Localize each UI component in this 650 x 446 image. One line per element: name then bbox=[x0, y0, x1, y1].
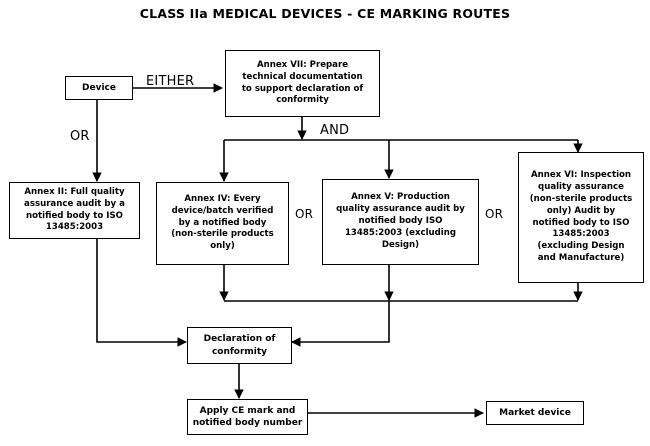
edge-annex2-to-declaration bbox=[96, 238, 187, 347]
node-annex7[interactable]: Annex VII: Prepare technical documentati… bbox=[225, 50, 380, 117]
edge-label-or-annex5-annex6: OR bbox=[485, 207, 504, 221]
edge-label-either: EITHER bbox=[146, 74, 195, 89]
node-annex4[interactable]: Annex IV: Every device/batch verified by… bbox=[156, 182, 289, 265]
page-title: CLASS IIa MEDICAL DEVICES - CE MARKING R… bbox=[139, 6, 511, 21]
node-device[interactable]: Device bbox=[65, 76, 133, 100]
node-annex5[interactable]: Annex V: Production quality assurance au… bbox=[322, 179, 479, 265]
node-declaration[interactable]: Declaration of conformity bbox=[187, 327, 292, 364]
edge-label-and: AND bbox=[320, 123, 350, 138]
edge-label-or-device: OR bbox=[70, 129, 90, 144]
node-market-device[interactable]: Market device bbox=[486, 401, 584, 425]
node-apply-ce-mark[interactable]: Apply CE mark and notified body number bbox=[187, 399, 308, 435]
node-annex2[interactable]: Annex II: Full quality assurance audit b… bbox=[9, 182, 140, 239]
edge-label-or-annex4-annex5: OR bbox=[295, 207, 314, 221]
node-annex6[interactable]: Annex VI: Inspection quality assurance (… bbox=[518, 152, 644, 283]
edge-merge-to-declaration bbox=[291, 301, 390, 347]
